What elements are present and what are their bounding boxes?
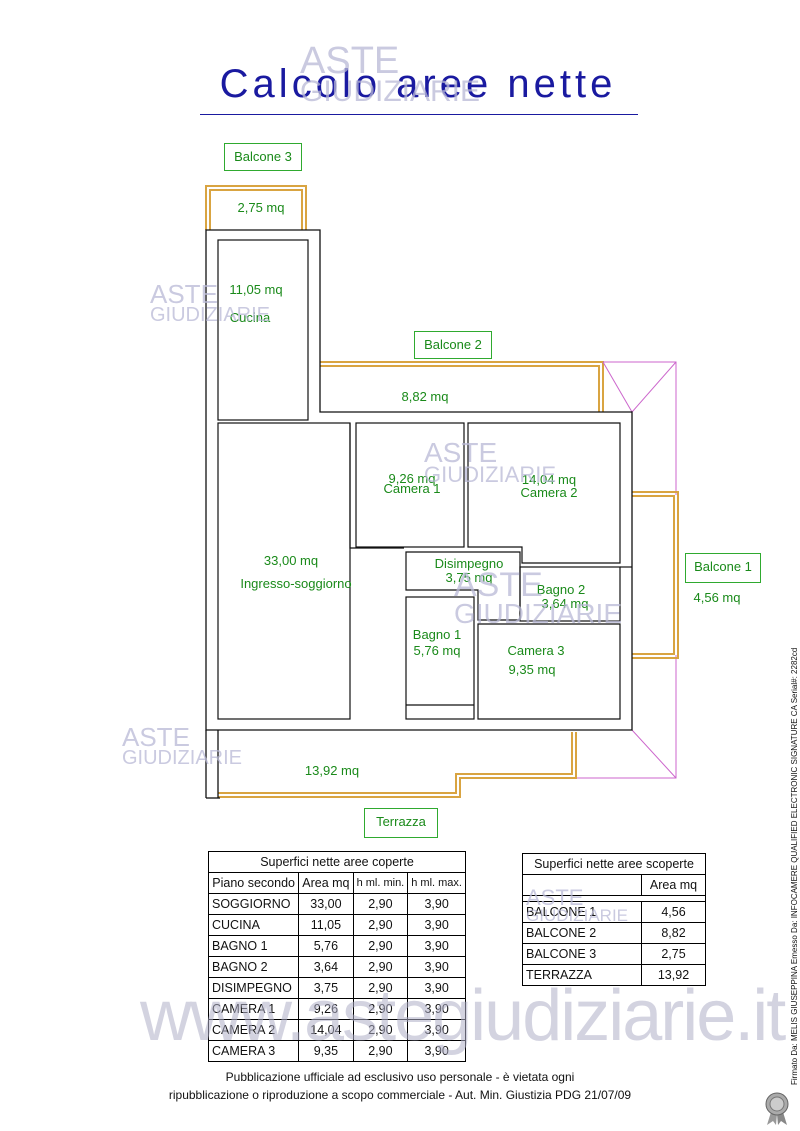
camera-3-area: 9,35 mq <box>508 662 556 677</box>
camera-2-name: Camera 2 <box>520 485 578 500</box>
cucina-area: 11,05 mq <box>229 282 283 297</box>
outer-walls <box>205 229 633 799</box>
camera-2-area: 14,04 mq <box>521 472 577 487</box>
balcone-3-outline <box>205 185 307 230</box>
camera-1-area: 9,26 mq <box>388 471 436 486</box>
row-name: BALCONE 2 <box>522 922 642 944</box>
row-area: 13,92 <box>641 964 706 986</box>
col-area: Area mq <box>298 872 354 894</box>
seal-icon <box>765 1092 789 1125</box>
uncovered-table-title: Superfici nette aree scoperte <box>522 853 706 875</box>
soggiorno-name: Ingresso-soggiorno <box>240 576 352 591</box>
col-floor: Piano secondo <box>207 872 300 894</box>
floor-plan <box>205 185 679 799</box>
camera-3-name: Camera 3 <box>507 643 565 658</box>
roof-lines <box>574 361 677 779</box>
soggiorno-area: 33,00 mq <box>263 553 319 568</box>
row-hmax: 3,90 <box>407 956 466 978</box>
uncovered-col-empty <box>522 874 642 896</box>
row-name: BALCONE 1 <box>522 901 642 923</box>
row-hmin: 2,90 <box>352 914 409 936</box>
row-name: CAMERA 2 <box>207 1019 300 1041</box>
balcone-3-area: 2,75 mq <box>237 200 285 215</box>
bagno-2-area: 3,64 mq <box>541 596 589 611</box>
inner-walls <box>217 239 632 720</box>
page-title: Calcolo aree nette <box>219 62 617 106</box>
disimpegno-area: 3,75 mq <box>445 570 493 585</box>
bagno-1-name: Bagno 1 <box>412 627 462 642</box>
balcone-2-outline <box>320 361 604 412</box>
row-area: 14,04 <box>298 1019 354 1041</box>
col-hmax: h ml. max. <box>407 872 466 894</box>
balcone-1-label: Balcone 1 <box>685 553 761 583</box>
uncovered-areas-table: Superfici nette aree scoperte Area mq BA… <box>522 853 706 986</box>
title-underline <box>200 114 638 115</box>
cucina-name: Cucina <box>229 310 271 325</box>
row-hmax: 3,90 <box>407 977 466 999</box>
balcone-2-area: 8,82 mq <box>401 389 449 404</box>
bagno-1-area: 5,76 mq <box>413 643 461 658</box>
row-area: 2,75 <box>641 943 706 965</box>
row-name: BAGNO 1 <box>207 935 300 957</box>
footer-line-1: Pubblicazione ufficiale ad esclusivo uso… <box>225 1070 575 1084</box>
row-area: 9,35 <box>298 1040 354 1062</box>
disimpegno-name: Disimpegno <box>434 556 504 571</box>
watermark-url: www.astegiudiziarie.it <box>140 976 786 1056</box>
row-hmin: 2,90 <box>352 893 409 915</box>
camera-1-name: Camera 1 <box>383 481 441 496</box>
balcone-3-label: Balcone 3 <box>224 143 302 171</box>
row-name: CAMERA 3 <box>207 1040 300 1062</box>
terrazza-outline <box>218 732 577 798</box>
balcone-1-area: 4,56 mq <box>693 590 741 605</box>
terrazza-label: Terrazza <box>364 808 438 838</box>
bagno-2-name: Bagno 2 <box>536 582 586 597</box>
row-name: SOGGIORNO <box>207 893 300 915</box>
balcone-1-outline <box>632 491 679 659</box>
row-hmin: 2,90 <box>352 935 409 957</box>
row-area: 5,76 <box>298 935 354 957</box>
row-hmax: 3,90 <box>407 1040 466 1062</box>
row-hmax: 3,90 <box>407 935 466 957</box>
row-hmax: 3,90 <box>407 893 466 915</box>
balcone-2-label: Balcone 2 <box>414 331 492 359</box>
signature-note: Firmato Da: MELIS GIUSEPPINA Emesso Da: … <box>790 647 799 1085</box>
footer-line-2: ripubblicazione o riproduzione a scopo c… <box>168 1088 632 1102</box>
row-name: CUCINA <box>207 914 300 936</box>
covered-table-title: Superfici nette aree coperte <box>208 851 466 873</box>
row-area: 3,75 <box>298 977 354 999</box>
row-area: 11,05 <box>298 914 354 936</box>
row-area: 4,56 <box>641 901 706 923</box>
uncovered-col-area: Area mq <box>641 874 706 896</box>
row-name: BALCONE 3 <box>522 943 642 965</box>
col-hmin: h ml. min. <box>352 872 409 894</box>
row-hmax: 3,90 <box>407 914 466 936</box>
row-area: 8,82 <box>641 922 706 944</box>
terrazza-area: 13,92 mq <box>304 763 360 778</box>
row-area: 33,00 <box>298 893 354 915</box>
covered-areas-table: Superfici nette aree coperte Piano secon… <box>207 851 466 1062</box>
